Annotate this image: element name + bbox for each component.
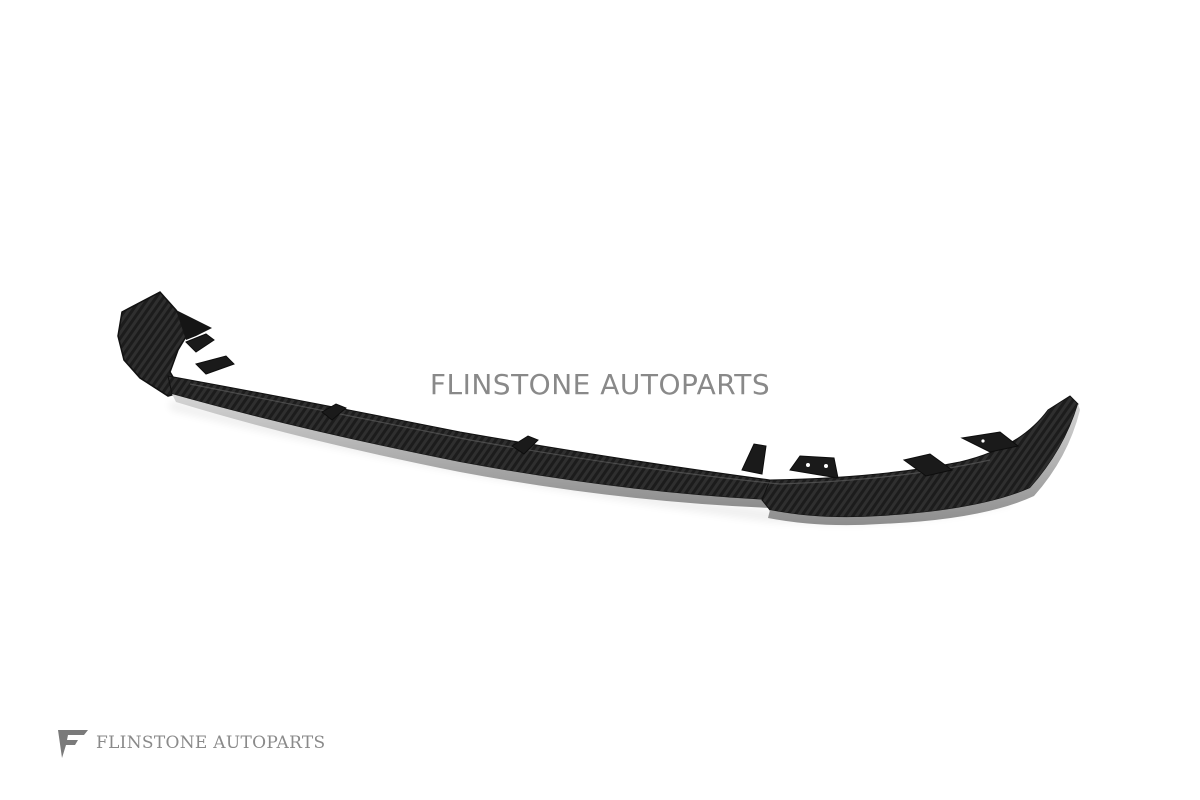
mount-tab	[185, 333, 215, 353]
mount-tab	[789, 455, 839, 479]
mount-tab	[960, 431, 1020, 453]
mount-tab	[321, 403, 347, 421]
mount-tab	[195, 355, 235, 375]
mount-tab	[511, 435, 539, 455]
brand-logo: FLINSTONE AUTOPARTS	[56, 726, 326, 760]
flinstone-logo-icon	[58, 730, 88, 758]
mount-tab	[902, 453, 954, 477]
mount-tab	[741, 443, 767, 475]
watermark-center-text: FLINSTONE AUTOPARTS	[429, 368, 771, 401]
brand-logo-text: FLINSTONE AUTOPARTS	[96, 733, 326, 753]
